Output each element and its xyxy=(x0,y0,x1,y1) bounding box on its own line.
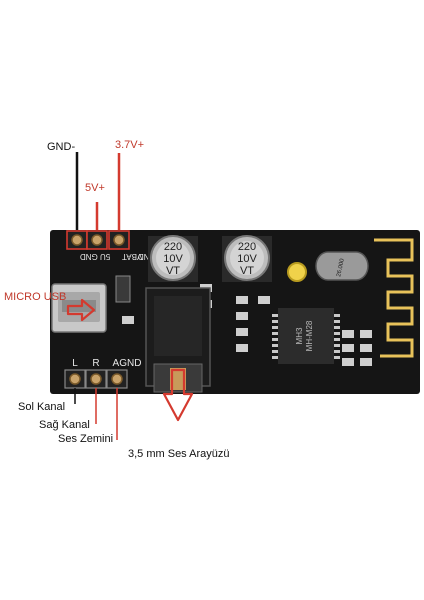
smd-cap-i xyxy=(342,344,354,352)
silk-vbat: VBAT xyxy=(122,252,142,261)
label-micro-usb: MICRO USB xyxy=(4,291,67,303)
cap1-value: 220 xyxy=(164,241,182,253)
label-gnd-minus: GND- xyxy=(47,141,76,153)
mounting-hole xyxy=(287,262,307,282)
label-sol-kanal: Sol Kanal xyxy=(18,401,66,413)
smd-diode xyxy=(115,275,131,303)
antenna-trace xyxy=(374,238,414,358)
label-3v7: 3.7V+ xyxy=(115,139,145,151)
smd-cap-h xyxy=(342,330,354,338)
chip-mark-1: MH-M28 xyxy=(305,320,314,351)
chip-mark-2: MH3 xyxy=(295,327,304,344)
label-ses-arayuzu: 3,5 mm Ses Arayüzü xyxy=(128,448,230,460)
cap2-voltage: 10V xyxy=(237,253,257,265)
silk-gnd-right: GND xyxy=(138,252,156,261)
smd-cap-k xyxy=(360,330,372,338)
silk-gnd: GND xyxy=(80,252,98,261)
cap2-value: 220 xyxy=(238,241,256,253)
label-sag-kanal: Sağ Kanal xyxy=(39,419,90,431)
smd-cap-f xyxy=(236,344,248,352)
silk-agnd: AGND xyxy=(113,358,142,369)
audio-jack xyxy=(145,287,211,393)
silk-r: R xyxy=(92,358,99,369)
silk-5u: 5U xyxy=(100,252,110,261)
smd-cap-d xyxy=(236,312,248,320)
label-5v: 5V+ xyxy=(85,182,105,194)
crystal-oscillator: 26.000 xyxy=(315,251,369,281)
jack-arrow-icon xyxy=(162,368,194,422)
smd-resistor xyxy=(122,316,134,324)
bluetooth-chip: MH-M28 MH3 xyxy=(272,308,340,364)
label-ses-zemini: Ses Zemini xyxy=(58,433,114,445)
capacitor-2: 220 10V VT xyxy=(222,235,272,282)
cap2-series: VT xyxy=(240,265,254,277)
capacitor-1: 220 10V VT xyxy=(148,235,198,282)
cap1-series: VT xyxy=(166,265,180,277)
header-bottom xyxy=(64,369,128,389)
cap1-voltage: 10V xyxy=(163,253,183,265)
smd-cap-l xyxy=(360,344,372,352)
header-top xyxy=(66,230,130,250)
smd-cap-j xyxy=(342,358,354,366)
smd-cap-c xyxy=(236,296,248,304)
usb-arrow-icon xyxy=(66,298,96,322)
crystal-mark: 26.000 xyxy=(336,258,346,278)
silk-l: L xyxy=(72,358,78,369)
smd-cap-e xyxy=(236,328,248,336)
smd-cap-m xyxy=(360,358,372,366)
smd-cap-g xyxy=(258,296,270,304)
